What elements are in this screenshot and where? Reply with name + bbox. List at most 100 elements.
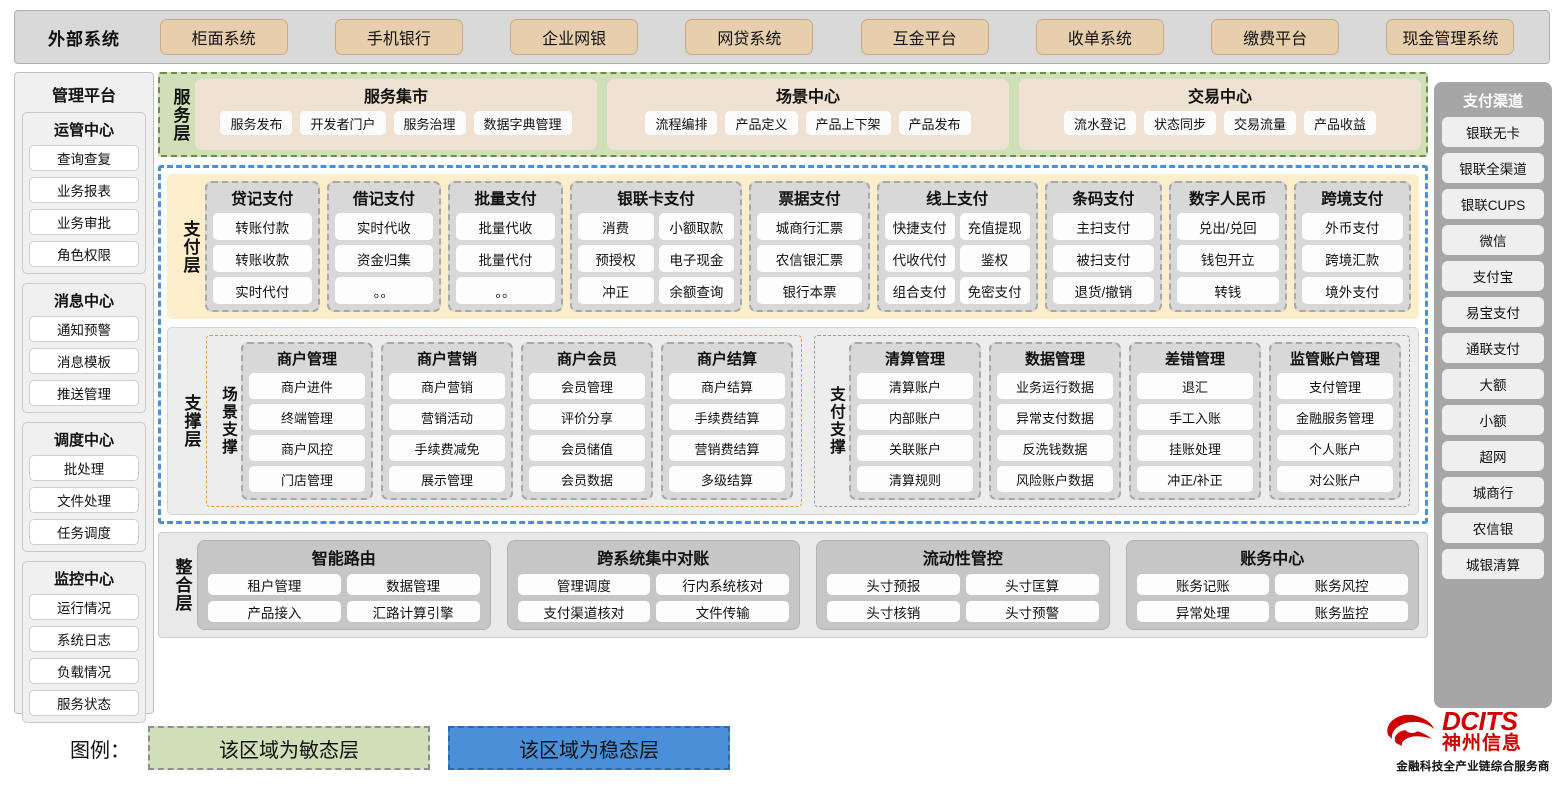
integration-item[interactable]: 行内系统核对 bbox=[656, 574, 789, 595]
payment-channel-item[interactable]: 银联无卡 bbox=[1442, 117, 1544, 147]
external-system-chip[interactable]: 缴费平台 bbox=[1211, 19, 1340, 55]
admin-group-item[interactable]: 角色权限 bbox=[29, 241, 139, 267]
admin-group-item[interactable]: 消息模板 bbox=[29, 348, 139, 374]
external-system-chip[interactable]: 企业网银 bbox=[510, 19, 639, 55]
payment-item[interactable]: 转账付款 bbox=[213, 213, 312, 240]
service-item[interactable]: 交易流量 bbox=[1224, 111, 1297, 135]
payment-channel-item[interactable]: 支付宝 bbox=[1442, 261, 1544, 291]
support-item[interactable]: 对公账户 bbox=[1277, 466, 1393, 492]
admin-group-item[interactable]: 文件处理 bbox=[29, 487, 139, 513]
payment-item[interactable]: 银行本票 bbox=[757, 277, 862, 304]
support-item[interactable]: 退汇 bbox=[1137, 373, 1253, 399]
payment-item[interactable]: 代收代付 bbox=[884, 245, 955, 272]
support-item[interactable]: 评价分享 bbox=[529, 404, 645, 430]
payment-item[interactable]: 主扫支付 bbox=[1052, 213, 1155, 240]
support-item[interactable]: 金融服务管理 bbox=[1277, 404, 1393, 430]
support-item[interactable]: 商户结算 bbox=[669, 373, 785, 399]
integration-item[interactable]: 数据管理 bbox=[346, 574, 480, 595]
payment-item[interactable]: 电子现金 bbox=[658, 245, 735, 272]
integration-item[interactable]: 支付渠道核对 bbox=[517, 601, 651, 622]
support-item[interactable]: 业务运行数据 bbox=[997, 373, 1113, 399]
service-item[interactable]: 服务治理 bbox=[393, 111, 466, 135]
payment-item[interactable]: 钱包开立 bbox=[1177, 245, 1279, 272]
service-item[interactable]: 流程编排 bbox=[645, 111, 718, 135]
support-item[interactable]: 营销活动 bbox=[389, 404, 505, 430]
admin-group-item[interactable]: 任务调度 bbox=[29, 519, 139, 545]
payment-channel-item[interactable]: 小额 bbox=[1442, 405, 1544, 435]
admin-group-item[interactable]: 推送管理 bbox=[29, 380, 139, 406]
support-item[interactable]: 关联账户 bbox=[857, 435, 973, 461]
payment-item[interactable]: 转钱 bbox=[1177, 277, 1279, 304]
payment-item[interactable]: 批量代付 bbox=[456, 245, 555, 272]
admin-group-item[interactable]: 负载情况 bbox=[29, 658, 139, 684]
integration-item[interactable]: 租户管理 bbox=[208, 574, 341, 595]
support-item[interactable]: 营销费结算 bbox=[669, 435, 785, 461]
support-item[interactable]: 个人账户 bbox=[1277, 435, 1393, 461]
support-item[interactable]: 商户进件 bbox=[249, 373, 365, 399]
support-item[interactable]: 手工入账 bbox=[1137, 404, 1253, 430]
payment-item[interactable]: 快捷支付 bbox=[884, 213, 955, 240]
payment-item[interactable]: 预授权 bbox=[577, 245, 654, 272]
service-item[interactable]: 产品上下架 bbox=[805, 111, 891, 135]
service-item[interactable]: 状态同步 bbox=[1143, 111, 1216, 135]
support-item[interactable]: 会员管理 bbox=[529, 373, 645, 399]
service-item[interactable]: 服务发布 bbox=[220, 111, 293, 135]
payment-item[interactable]: 退货/撤销 bbox=[1052, 277, 1155, 304]
payment-item[interactable]: 被扫支付 bbox=[1052, 245, 1155, 272]
integration-item[interactable]: 管理调度 bbox=[517, 574, 651, 595]
integration-item[interactable]: 头寸匡算 bbox=[965, 574, 1099, 595]
payment-item[interactable]: 。。 bbox=[456, 277, 555, 304]
payment-item[interactable]: 实时代付 bbox=[213, 277, 312, 304]
external-system-chip[interactable]: 网贷系统 bbox=[685, 19, 814, 55]
payment-item[interactable]: 资金归集 bbox=[334, 245, 434, 272]
support-item[interactable]: 商户营销 bbox=[389, 373, 505, 399]
integration-item[interactable]: 账务风控 bbox=[1275, 574, 1408, 595]
support-item[interactable]: 挂账处理 bbox=[1137, 435, 1253, 461]
payment-item[interactable]: 消费 bbox=[577, 213, 654, 240]
payment-item[interactable]: 城商行汇票 bbox=[757, 213, 862, 240]
external-system-chip[interactable]: 手机银行 bbox=[334, 19, 463, 55]
payment-item[interactable]: 境外支付 bbox=[1301, 277, 1404, 304]
payment-item[interactable]: 鉴权 bbox=[959, 245, 1030, 272]
integration-item[interactable]: 文件传输 bbox=[656, 601, 789, 622]
payment-channel-item[interactable]: 大额 bbox=[1442, 369, 1544, 399]
support-item[interactable]: 门店管理 bbox=[249, 466, 365, 492]
payment-channel-item[interactable]: 城商行 bbox=[1442, 477, 1544, 507]
admin-group-item[interactable]: 查询查复 bbox=[29, 145, 139, 171]
support-item[interactable]: 冲正/补正 bbox=[1137, 466, 1253, 492]
support-item[interactable]: 手续费减免 bbox=[389, 435, 505, 461]
service-item[interactable]: 产品收益 bbox=[1304, 111, 1377, 135]
payment-item[interactable]: 转账收款 bbox=[213, 245, 312, 272]
service-item[interactable]: 数据字典管理 bbox=[473, 111, 572, 135]
support-item[interactable]: 支付管理 bbox=[1277, 373, 1393, 399]
integration-item[interactable]: 头寸核销 bbox=[827, 601, 960, 622]
admin-group-item[interactable]: 业务报表 bbox=[29, 177, 139, 203]
support-item[interactable]: 清算账户 bbox=[857, 373, 973, 399]
payment-item[interactable]: 冲正 bbox=[577, 277, 654, 304]
payment-item[interactable]: 批量代收 bbox=[456, 213, 555, 240]
support-item[interactable]: 多级结算 bbox=[669, 466, 785, 492]
support-item[interactable]: 终端管理 bbox=[249, 404, 365, 430]
support-item[interactable]: 异常支付数据 bbox=[997, 404, 1113, 430]
payment-item[interactable]: 组合支付 bbox=[884, 277, 955, 304]
payment-channel-item[interactable]: 微信 bbox=[1442, 225, 1544, 255]
payment-item[interactable]: 免密支付 bbox=[959, 277, 1030, 304]
service-item[interactable]: 产品定义 bbox=[725, 111, 798, 135]
payment-item[interactable]: 充值提现 bbox=[959, 213, 1030, 240]
payment-channel-item[interactable]: 银联CUPS bbox=[1442, 189, 1544, 219]
admin-group-item[interactable]: 系统日志 bbox=[29, 626, 139, 652]
integration-item[interactable]: 头寸预报 bbox=[827, 574, 960, 595]
integration-item[interactable]: 异常处理 bbox=[1136, 601, 1270, 622]
service-item[interactable]: 流水登记 bbox=[1063, 111, 1136, 135]
support-item[interactable]: 内部账户 bbox=[857, 404, 973, 430]
integration-item[interactable]: 汇路计算引擎 bbox=[346, 601, 480, 622]
support-item[interactable]: 商户风控 bbox=[249, 435, 365, 461]
payment-item[interactable]: 农信银汇票 bbox=[757, 245, 862, 272]
external-system-chip[interactable]: 现金管理系统 bbox=[1386, 19, 1515, 55]
service-item[interactable]: 产品发布 bbox=[898, 111, 971, 135]
payment-channel-item[interactable]: 通联支付 bbox=[1442, 333, 1544, 363]
payment-item[interactable]: 兑出/兑回 bbox=[1177, 213, 1279, 240]
payment-item[interactable]: 小额取款 bbox=[658, 213, 735, 240]
support-item[interactable]: 展示管理 bbox=[389, 466, 505, 492]
payment-item[interactable]: 实时代收 bbox=[334, 213, 434, 240]
